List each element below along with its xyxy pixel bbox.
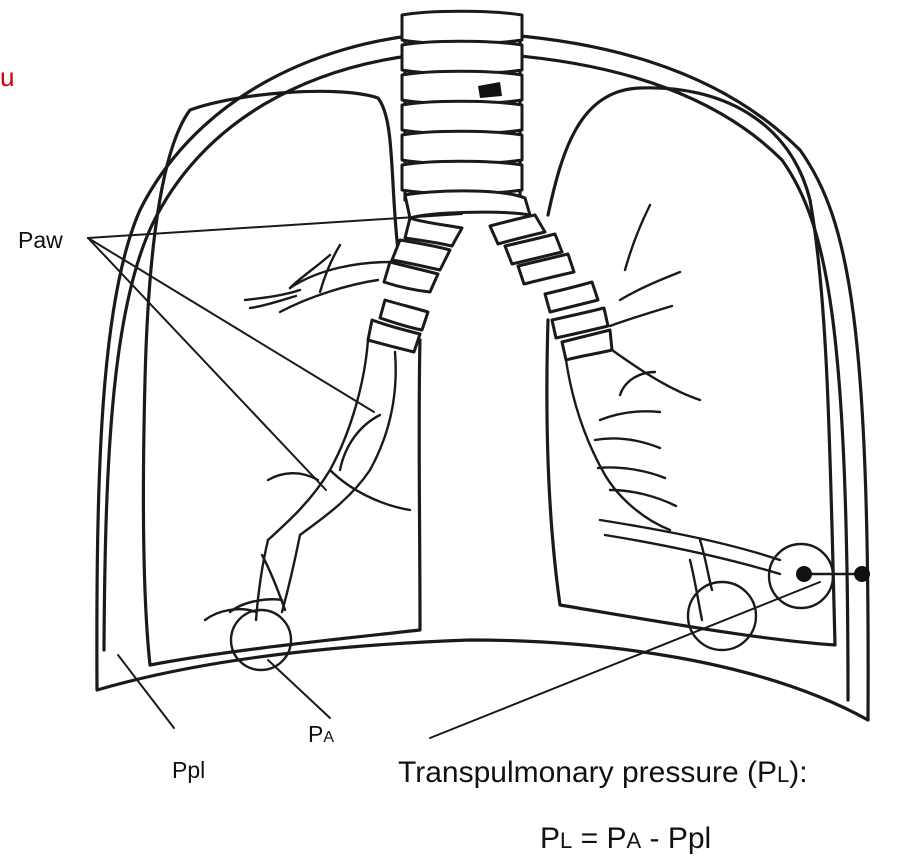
right-bronchial-tree [205, 245, 410, 620]
right-lung-outline [143, 91, 420, 665]
left-main-bronchus [490, 215, 612, 360]
label-transpulmonary: Transpulmonary pressure (PL): [398, 756, 808, 789]
right-alveolus [231, 610, 291, 670]
left-bronchial-tree [566, 205, 780, 620]
label-alveolar-pressure: PA [308, 721, 334, 747]
left-alveolus-lower [688, 582, 756, 650]
equation-transpulmonary: PL = PA - Ppl [540, 822, 711, 855]
trachea [402, 11, 530, 218]
right-main-bronchus [368, 218, 462, 352]
label-pleural-pressure: Ppl [172, 757, 205, 783]
label-paw: Paw [18, 227, 63, 253]
leader-lines [88, 214, 820, 738]
